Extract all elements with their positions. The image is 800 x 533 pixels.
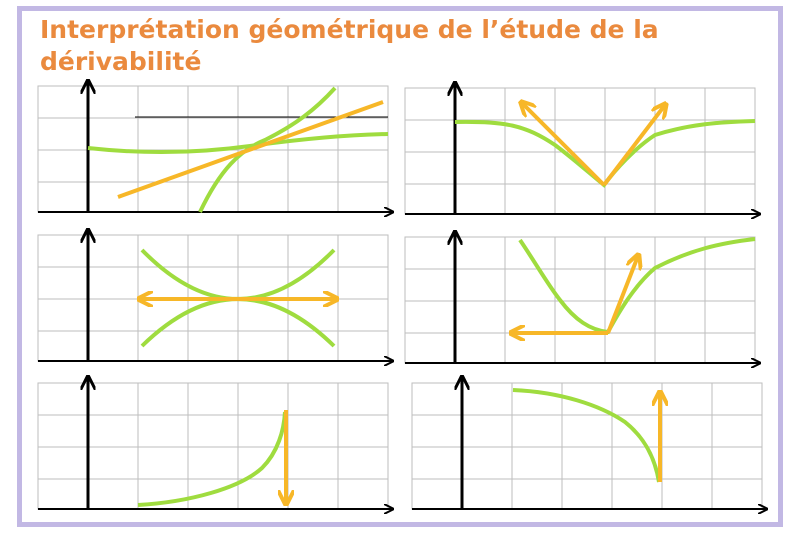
figure-title: Interprétation géométrique de l’étude de…: [40, 15, 659, 76]
panel-vertical-tangent-up: [411, 378, 766, 510]
panel-secant-lines: [37, 82, 392, 213]
panel-4-oblique-half-tangent: [606, 256, 638, 334]
panel-1-steep-curve: [198, 86, 337, 213]
panel-vertical-tangent-down: [37, 378, 392, 510]
panel-4-grid: [404, 236, 756, 364]
panel-2-grid: [404, 87, 756, 215]
panel-corner-point: [404, 233, 759, 364]
panel-2-right-half-tangent: [602, 105, 665, 187]
panel-6-curve: [512, 388, 661, 483]
panel-v-corner: [404, 84, 759, 215]
panel-1-tangent-line: [117, 100, 384, 199]
panel-2-left-half-tangent: [522, 103, 606, 187]
panel-6-grid: [411, 382, 763, 510]
panel-5-grid: [37, 382, 389, 510]
panel-5-curve: [137, 411, 287, 507]
panel-horizontal-tangent: [37, 231, 392, 361]
